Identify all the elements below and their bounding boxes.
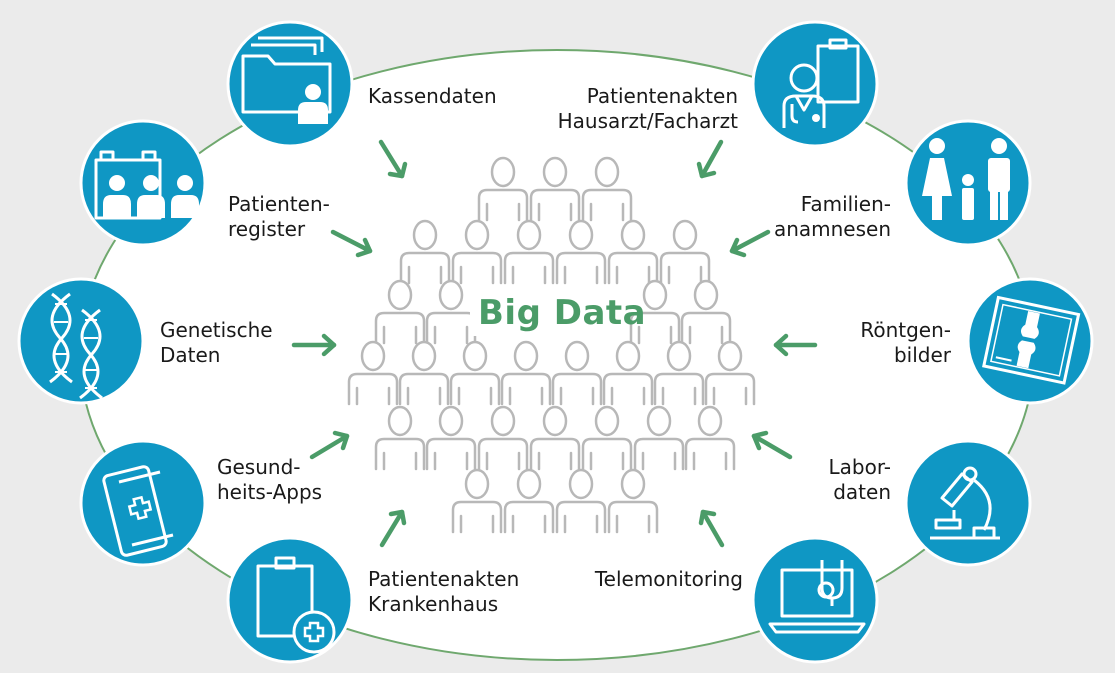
label-gesundheits-apps: Gesund- heits-Apps: [217, 455, 323, 504]
person-outline-icon: [425, 405, 477, 471]
arrow-telemonitoring: [698, 509, 725, 548]
person-outline-icon: [374, 405, 426, 471]
person-outline-icon: [653, 340, 705, 406]
person-outline-icon: [374, 279, 426, 345]
person-outline-icon: [629, 279, 681, 345]
label-patientenregister: Patienten- register: [228, 192, 330, 241]
smartphone-icon: [79, 439, 207, 567]
person-outline-icon: [607, 468, 659, 534]
center-title: Big Data: [478, 293, 647, 333]
person-outline-icon: [477, 405, 529, 471]
person-outline-icon: [425, 279, 477, 345]
arrow-familienanamnesen: [729, 229, 771, 258]
arrow-patientenakten-arzt: [696, 139, 724, 179]
label-patientenakten-arzt: Patientenakten Hausarzt/Facharzt: [557, 84, 738, 133]
person-outline-icon: [633, 405, 685, 471]
arrow-patientenregister: [330, 229, 373, 258]
register-group-icon: [79, 119, 207, 247]
label-telemonitoring: Telemonitoring: [594, 567, 743, 591]
label-genetische-daten: Genetische Daten: [160, 318, 273, 367]
microscope-icon: [904, 439, 1032, 567]
person-outline-icon: [555, 468, 607, 534]
label-kassendaten: Kassendaten: [368, 84, 497, 108]
person-outline-icon: [398, 340, 450, 406]
doctor-clipboard-icon: [751, 20, 879, 148]
label-patientenakten-krankenhaus: Patientenakten Krankenhaus: [368, 567, 520, 616]
person-outline-icon: [581, 156, 633, 222]
people-crowd-icon: [347, 156, 756, 534]
label-familienanamnesen: Familien- anamnesen: [773, 192, 891, 241]
label-labordaten: Labor- daten: [828, 455, 892, 504]
arrow-labordaten: [751, 430, 793, 460]
person-outline-icon: [680, 279, 732, 345]
arrow-gesundheits-apps: [309, 430, 350, 460]
person-outline-icon: [503, 219, 555, 285]
person-outline-icon: [607, 219, 659, 285]
arrows-group: [291, 139, 818, 548]
person-outline-icon: [529, 156, 581, 222]
person-outline-icon: [704, 340, 756, 406]
person-outline-icon: [684, 405, 736, 471]
person-outline-icon: [449, 340, 501, 406]
person-outline-icon: [451, 219, 503, 285]
label-roentgenbilder: Röntgen- bilder: [860, 318, 951, 367]
person-outline-icon: [347, 340, 399, 406]
laptop-stethoscope-icon: [751, 536, 879, 664]
arrow-patientenakten-krankenhaus: [379, 509, 407, 548]
person-outline-icon: [477, 156, 529, 222]
person-outline-icon: [602, 340, 654, 406]
person-outline-icon: [551, 340, 603, 406]
arrow-roentgenbilder: [773, 333, 818, 357]
person-outline-icon: [500, 340, 552, 406]
arrow-genetische-daten: [291, 333, 337, 357]
family-icon: [904, 119, 1032, 247]
person-outline-icon: [581, 405, 633, 471]
arrow-kassendaten: [378, 139, 408, 179]
person-outline-icon: [555, 219, 607, 285]
person-outline-icon: [451, 468, 503, 534]
xray-icon: [966, 277, 1094, 405]
person-outline-icon: [659, 219, 711, 285]
clipboard-cross-icon: [226, 536, 354, 664]
person-outline-icon: [529, 405, 581, 471]
title-backdrop: [470, 292, 624, 336]
dna-icon: [17, 277, 145, 405]
person-outline-icon: [399, 219, 451, 285]
folder-person-icon: [226, 20, 354, 148]
person-outline-icon: [503, 468, 555, 534]
